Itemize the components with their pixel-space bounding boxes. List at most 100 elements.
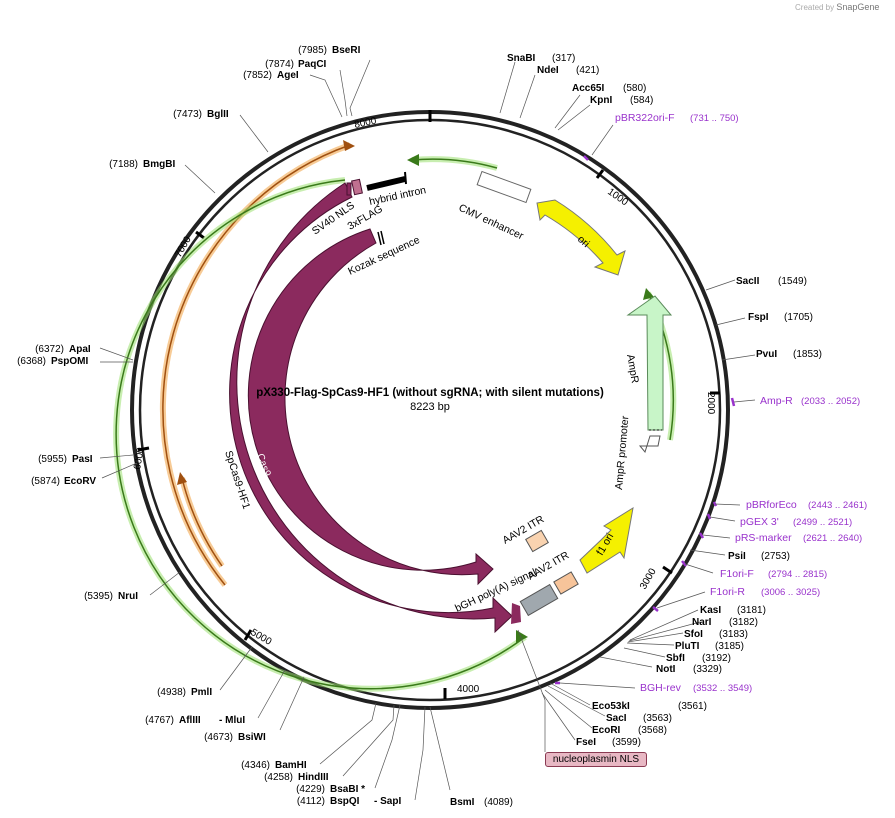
site-noti: NotI xyxy=(656,664,676,675)
ampr-promoter-arrow xyxy=(638,435,661,454)
pos-paqci: (7874) xyxy=(265,59,294,70)
site-sacii: SacII xyxy=(736,276,760,287)
leader-f1ori-r xyxy=(656,591,706,609)
primer-pbrforeco: pBRforEco xyxy=(746,499,797,511)
leader-bspqi xyxy=(414,706,426,801)
primer-amp-r-range: (2033 .. 2052) xyxy=(801,396,860,407)
sv40-nls-mark xyxy=(351,178,363,196)
kozak-mark-2 xyxy=(380,230,385,245)
pos-nari: (3182) xyxy=(729,617,758,628)
pos-pluti: (3185) xyxy=(715,641,744,652)
primer-f1ori-f-mark xyxy=(681,560,687,567)
site-sbfi: SbfI xyxy=(666,653,685,664)
primer-pbr322ori-f: pBR322ori-F xyxy=(615,112,675,124)
leader-kpni xyxy=(557,104,591,131)
pos-bsiwi: (4673) xyxy=(204,732,233,743)
primer-f1ori-f-range: (2794 .. 2815) xyxy=(768,569,827,580)
leader-hindiii xyxy=(342,704,395,777)
site-pluti: PluTI xyxy=(675,641,700,652)
leader-agei xyxy=(309,74,343,118)
cas9-arrow xyxy=(247,228,494,586)
leader-apai xyxy=(99,347,134,361)
tick-label-2000: 2000 xyxy=(705,392,716,415)
pos-afliii: (4767) xyxy=(145,715,174,726)
leader-pluti xyxy=(626,642,675,646)
leader-pbr322ori-f xyxy=(591,124,614,156)
pos-bglii: (7473) xyxy=(173,109,202,120)
site-saci: SacI xyxy=(606,713,627,724)
label-ampr: AmpR xyxy=(624,353,641,384)
leader-bgh-rev xyxy=(559,682,636,689)
site-ndei: NdeI xyxy=(537,65,559,76)
site-bamhi: BamHI xyxy=(275,760,307,771)
site-ecori: EcoRI xyxy=(592,725,621,736)
site-acc65i: Acc65I xyxy=(572,83,604,94)
orange-outer-arc-arrow xyxy=(343,140,355,151)
hybrid-intron-bar xyxy=(366,176,406,191)
site-sapi: - SapI xyxy=(374,796,401,807)
primer-pbrforeco-range: (2443 .. 2461) xyxy=(808,500,867,511)
leader-paqci xyxy=(339,69,348,117)
leader-pasi xyxy=(99,454,134,459)
pos-pspomi: (6368) xyxy=(17,356,46,367)
pos-bsmi: (4089) xyxy=(484,797,513,808)
leader-bsabi xyxy=(374,704,401,789)
pos-nrui: (5395) xyxy=(84,591,113,602)
pos-saci: (3563) xyxy=(643,713,672,724)
leader-saci xyxy=(547,685,606,717)
green-right-arc-arrow xyxy=(643,288,654,300)
leader-pgex xyxy=(709,516,736,522)
site-ecorv: EcoRV xyxy=(64,476,96,487)
pos-noti: (3329) xyxy=(693,664,722,675)
primer-pbr322ori-f-mark xyxy=(583,155,589,161)
pos-acc65i: (580) xyxy=(623,83,646,94)
leader-sfoi xyxy=(627,632,684,643)
site-bglii: BglII xyxy=(207,109,229,120)
leader-fsei xyxy=(541,692,576,741)
site-bsiwi: BsiWI xyxy=(238,732,266,743)
primer-f1ori-r-mark xyxy=(652,606,659,612)
leader-pvui xyxy=(721,354,756,361)
pos-ecorv: (5874) xyxy=(31,476,60,487)
site-pmli: PmlI xyxy=(191,687,212,698)
leader-sbfi xyxy=(623,647,666,658)
site-bseri: BseRI xyxy=(332,45,361,56)
pos-sacii: (1549) xyxy=(778,276,807,287)
plasmid-length: 8223 bp xyxy=(410,401,450,413)
site-afliii: AflIII xyxy=(179,715,201,726)
orange-small-arc-arrow xyxy=(177,472,187,485)
pos-snabi: (317) xyxy=(552,53,575,64)
pos-kpni: (584) xyxy=(630,95,653,106)
pos-sfoi: (3183) xyxy=(719,629,748,640)
leader-fspi xyxy=(715,317,746,326)
hybrid-intron-end xyxy=(404,171,407,185)
leader-sacii xyxy=(705,279,736,291)
green-large-arc-line xyxy=(115,179,526,690)
leader-bseri xyxy=(349,59,371,117)
cmv-enhancer-box xyxy=(476,170,532,204)
site-bspqi: BspQI xyxy=(330,796,360,807)
tick-label-8000: 8000 xyxy=(353,115,377,130)
green-top-arc-arrow xyxy=(407,154,419,166)
pos-eco53ki: (3561) xyxy=(678,701,707,712)
tick-label-4000: 4000 xyxy=(457,684,480,695)
site-agei: AgeI xyxy=(277,70,299,81)
spcas9-hf1-arrow xyxy=(229,182,513,634)
pos-bamhi: (4346) xyxy=(241,760,270,771)
label-ampr-promoter: AmpR promoter xyxy=(613,415,631,490)
pos-bseri: (7985) xyxy=(298,45,327,56)
pos-psii: (2753) xyxy=(761,551,790,562)
tick-1000-mark xyxy=(595,169,605,179)
plasmid-title: pX330-Flag-SpCas9-HF1 (without sgRNA; wi… xyxy=(256,387,604,399)
tick-label-1000: 1000 xyxy=(605,186,630,208)
primer-pgex: pGEX 3' xyxy=(740,516,779,528)
leader-bmgbi xyxy=(184,164,216,194)
pos-bspqi: (4112) xyxy=(297,796,325,807)
tick-5000-mark xyxy=(243,629,253,641)
tick-3000-mark xyxy=(662,565,673,575)
leader-nari xyxy=(628,621,701,642)
primer-bgh-rev-range: (3532 .. 3549) xyxy=(693,683,752,694)
leader-ecori xyxy=(544,689,593,729)
site-bsabi: BsaBI * xyxy=(330,784,365,795)
primer-amp-r: Amp-R xyxy=(760,395,793,407)
